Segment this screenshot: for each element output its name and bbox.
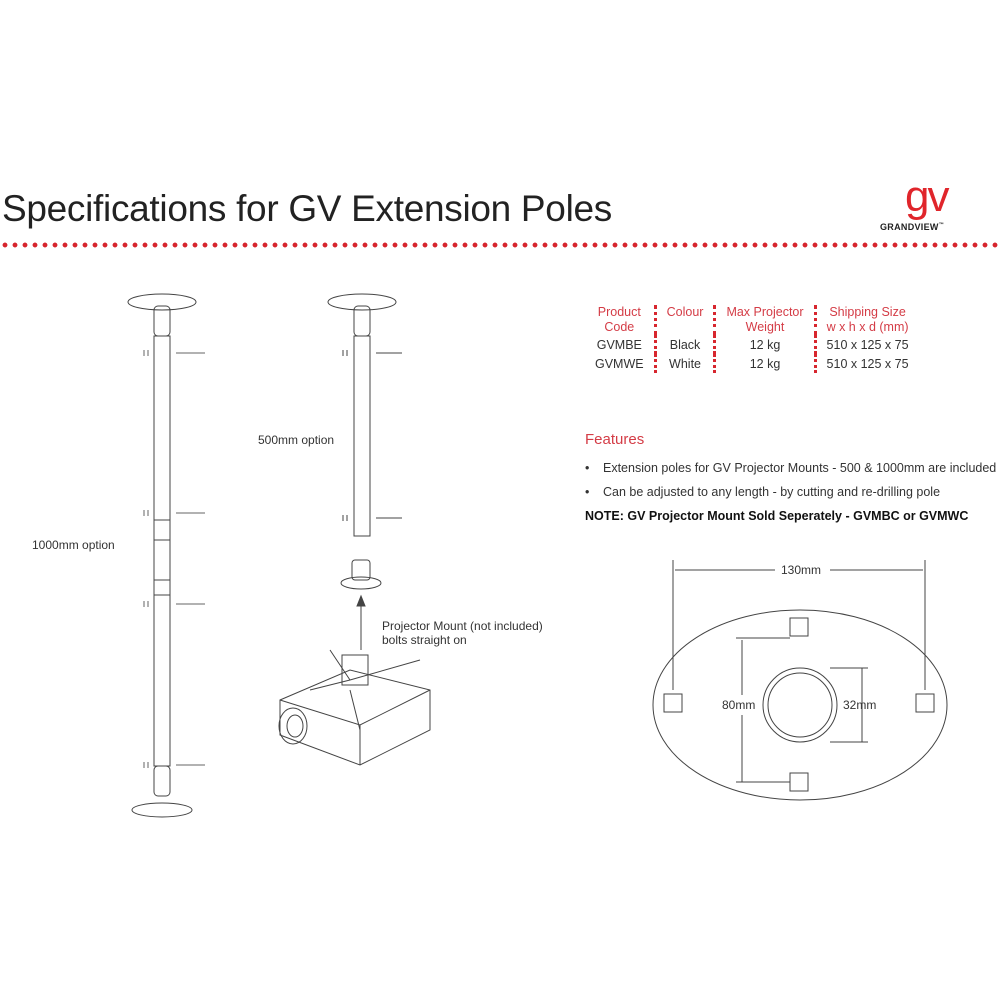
grandview-logo: gv GRANDVIEW™ <box>880 172 1000 238</box>
feature-note: NOTE: GV Projector Mount Sold Seperately… <box>585 509 969 523</box>
mount-plate-diagram <box>652 560 948 801</box>
pole-500mm <box>327 293 402 650</box>
features-heading: Features <box>585 431 645 448</box>
label-1000mm: 1000mm option <box>32 538 115 552</box>
label-500mm: 500mm option <box>258 433 335 447</box>
label-mount: Projector Mount (not included)bolts stra… <box>382 619 543 647</box>
projector-illustration <box>278 649 431 766</box>
logo-wordmark: GRANDVIEW™ <box>880 222 945 232</box>
dim-height: 80mm <box>722 698 756 712</box>
feature-item: •Can be adjusted to any length - by cutt… <box>585 485 941 499</box>
header-colour: Colour <box>655 305 717 335</box>
feature-item: •Extension poles for GV Projector Mounts… <box>585 461 997 475</box>
dotted-divider <box>0 241 1000 249</box>
page-title: Specifications for GV Extension Poles <box>2 188 612 229</box>
dim-width: 130mm <box>778 563 825 577</box>
pole-1000mm <box>127 293 205 818</box>
dim-hole: 32mm <box>843 698 877 712</box>
logo-mark: gv <box>905 172 950 221</box>
